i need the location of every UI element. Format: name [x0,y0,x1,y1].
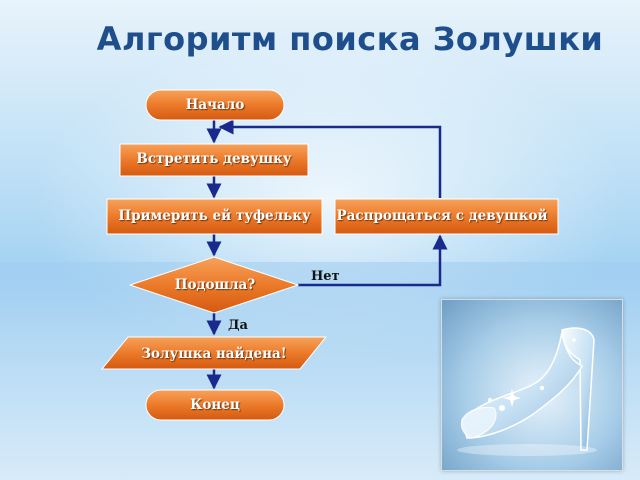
node-end-shape [145,389,285,421]
node-decision-shape [128,256,300,314]
glass-slipper-icon [457,327,597,456]
node-farewell-label: Распрощаться с девушкой [336,208,548,224]
node-meet-shape [119,143,309,177]
node-decision-label: Подошла? [174,277,256,293]
connectors [206,119,448,390]
node-farewell-shape [334,198,559,235]
node-start-label: Начало [185,97,245,113]
node-end-label: Конец [190,397,240,413]
edge-yes-label: Да [228,318,248,333]
node-try-shape [106,198,323,235]
node-start-shape [145,89,285,121]
node-found-shape [100,336,328,370]
edge-no-label: Нет [311,269,340,284]
slide-title: Алгоритм поиска Золушки [96,20,604,58]
glass-slipper-image [441,299,623,471]
arrow-no-branch [298,234,448,287]
node-meet-label: Встретить девушку [136,151,292,167]
node-try-label: Примерить ей туфельку [118,208,311,224]
arrow-loop-back [218,119,442,198]
node-found-label: Золушка найдена! [141,346,287,362]
